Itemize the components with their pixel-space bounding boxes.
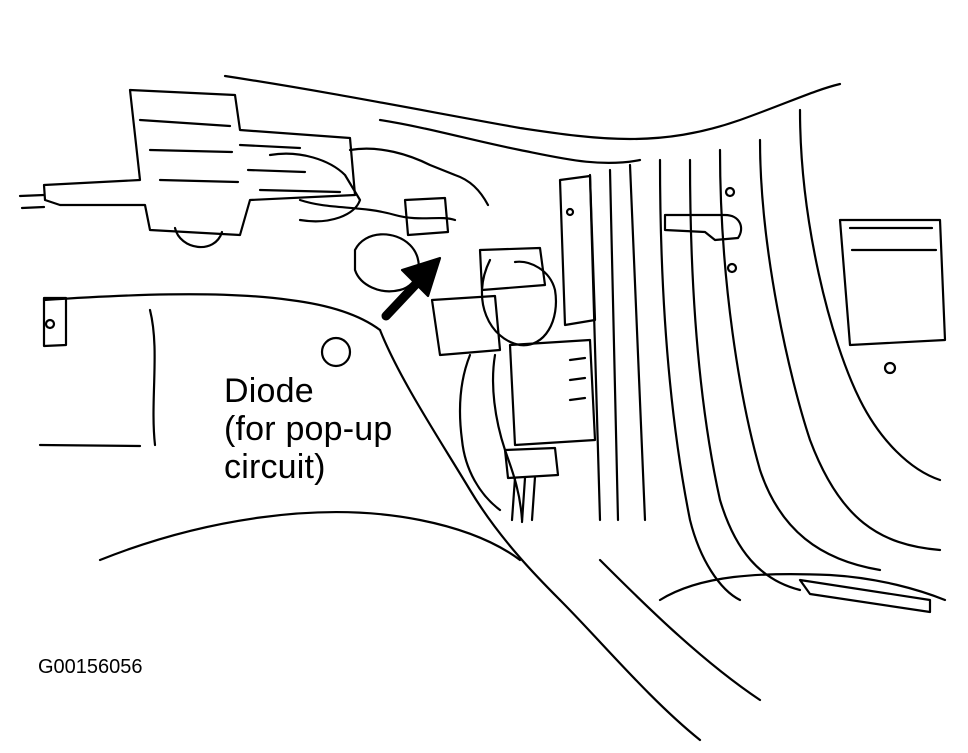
tunnel-contour-3 (718, 148, 882, 572)
left-bracket (42, 296, 68, 348)
column-bracket (268, 152, 362, 223)
bolt-left (44, 318, 56, 330)
floor-left-contour (42, 293, 382, 332)
tunnel-contour-2 (688, 158, 802, 592)
diode-callout-label: Diode (for pop-up circuit) (224, 372, 393, 486)
connector-block-c (430, 294, 502, 357)
callout-line-3: circuit) (224, 448, 326, 486)
right-panel-inner (848, 226, 938, 252)
column-detail-1 (138, 118, 240, 184)
right-panel-box (838, 218, 947, 347)
bolt-right (883, 361, 897, 375)
pillar-panel (558, 174, 597, 327)
floor-lower-contour (98, 511, 522, 562)
lower-right-contour (558, 558, 762, 742)
dash-lower-edge (378, 118, 642, 165)
module-box (508, 338, 597, 447)
harness-upper (348, 147, 490, 207)
wire-coil (353, 233, 420, 293)
wire-bundle-down (458, 353, 502, 512)
connector-loop (480, 258, 558, 347)
connector-block-a (403, 196, 450, 237)
bolt-center-1 (724, 186, 736, 198)
figure-id: G00156056 (38, 656, 143, 678)
bolt-center-2 (726, 262, 738, 274)
dash-upper-edge (223, 74, 842, 141)
callout-line-2: (for pop-up (224, 410, 393, 448)
steering-column-body (42, 88, 357, 237)
hook-clip (663, 213, 743, 242)
bolt-pillar (565, 207, 575, 217)
tunnel-contour-5 (798, 108, 942, 482)
column-shaft (18, 193, 46, 210)
connector-block-b (478, 246, 547, 292)
seat-rail-inner (798, 578, 932, 614)
round-plug (320, 336, 352, 368)
harness-from-column (298, 198, 457, 222)
seat-rail (658, 572, 947, 602)
floor-left-lower (38, 308, 157, 448)
pillar-left-edge (588, 163, 647, 522)
tunnel-contour-1 (658, 158, 742, 602)
callout-line-1: Diode (224, 372, 314, 410)
floor-panel-edge (378, 328, 562, 602)
pointer-arrow-head (400, 256, 442, 298)
wire-bundle-down-2 (491, 353, 524, 522)
module-plug (503, 446, 560, 480)
column-ring (173, 226, 224, 248)
module-tabs (568, 356, 587, 402)
tunnel-contour-4 (758, 138, 942, 552)
module-wires (510, 475, 537, 524)
pointer-arrow-shaft (381, 277, 423, 321)
column-detail-2 (238, 143, 342, 194)
